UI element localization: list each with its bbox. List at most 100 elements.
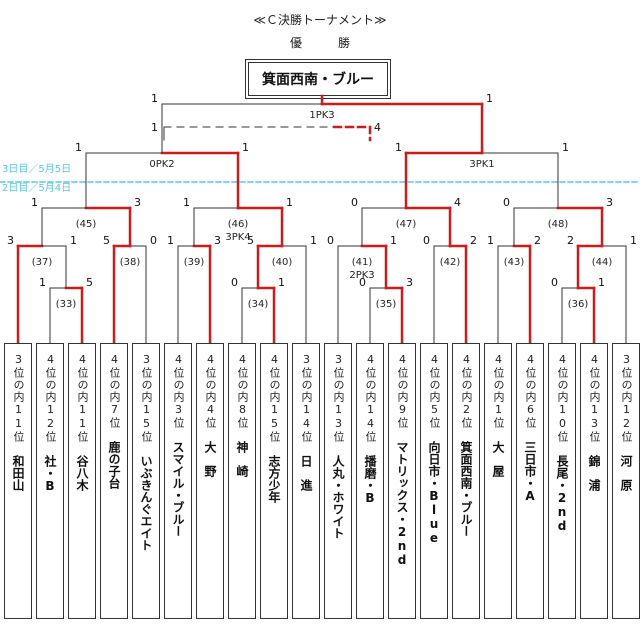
team-box: 4位の内6位三日市・A (516, 343, 544, 619)
match-label-m45: (45) (76, 219, 97, 230)
team-seed: 4位の内7位 (108, 353, 121, 429)
team-box: 4位の内7位鹿の子台 (100, 343, 128, 619)
page-title: ≪Ｃ決勝トーナメント≫ (253, 13, 387, 27)
score-sf1-a: 1 (75, 141, 82, 154)
team-seed: 3位の内13位 (332, 353, 345, 443)
team-box: 4位の内10位長尾・2nd (548, 343, 576, 619)
score-m34-a: 0 (231, 276, 238, 289)
team-seed: 4位の内2位 (460, 353, 473, 429)
score-m40-a: 5 (247, 234, 254, 247)
score-m41-b: 1 (390, 234, 397, 247)
team-seed: 4位の内10位 (556, 353, 569, 443)
team-name: いぶきんぐエイト (139, 455, 153, 551)
team-name: 鹿の子台 (107, 441, 121, 489)
score-m36-a: 0 (551, 276, 558, 289)
score-m33-b: 5 (86, 276, 93, 289)
team-name: スマイル・ブルー (171, 441, 185, 537)
team-box: 4位の内13位錦 浦 (580, 343, 608, 619)
team-name: 志方少年 (267, 455, 281, 503)
team-seed: 3位の内15位 (140, 353, 153, 443)
match-label-m41: (41) (352, 257, 373, 268)
third-place-score-b: 4 (374, 121, 381, 134)
score-m39-a: 1 (167, 234, 174, 247)
team-name: 河 原 (619, 455, 633, 491)
score-m34-b: 1 (278, 276, 285, 289)
team-box: 3位の内14位日 進 (292, 343, 320, 619)
score-m40-b: 1 (310, 234, 317, 247)
score-m36-b: 1 (598, 276, 605, 289)
team-seed: 4位の内5位 (428, 353, 441, 429)
pk-sf2: 3PK1 (469, 159, 494, 170)
pk-final: 1PK3 (309, 110, 334, 121)
champion-name: 箕面西南・ブルー (262, 72, 374, 88)
team-name: 播磨・B (363, 455, 377, 505)
score-sf2-a: 1 (395, 141, 402, 154)
team-box: 4位の内9位マトリックス・2nd (388, 343, 416, 619)
score-m43-a: 1 (487, 234, 494, 247)
team-box: 4位の内14位播磨・B (356, 343, 384, 619)
match-label-m42: (42) (440, 257, 461, 268)
score-final-a: 1 (151, 92, 158, 105)
team-seed: 4位の内13位 (588, 353, 601, 443)
match-label-m47: (47) (396, 219, 417, 230)
score-m46-b: 1 (286, 196, 293, 209)
team-seed: 4位の内6位 (524, 353, 537, 429)
match-label-m35: (35) (376, 299, 397, 310)
team-seed: 3位の内11位 (12, 353, 25, 443)
team-name: 錦 浦 (587, 455, 601, 491)
score-m47-b: 4 (454, 196, 461, 209)
team-name: 人丸・ホワイト (331, 455, 345, 539)
score-m48-a: 0 (503, 196, 510, 209)
score-sf2-b: 1 (562, 141, 569, 154)
team-name: 箕面西南・ブルー (459, 441, 473, 537)
team-box: 4位の内8位神 崎 (228, 343, 256, 619)
team-seed: 4位の内9位 (396, 353, 409, 429)
team-seed: 4位の内12位 (44, 353, 57, 443)
team-box: 4位の内1位大 屋 (484, 343, 512, 619)
team-box: 3位の内13位人丸・ホワイト (324, 343, 352, 619)
score-m42-b: 2 (470, 234, 477, 247)
team-name: 和田山 (11, 455, 25, 491)
score-m43-b: 2 (534, 234, 541, 247)
third-place-score-a: 1 (151, 121, 158, 134)
pk-m41: 2PK3 (349, 270, 374, 281)
team-box: 4位の内15位志方少年 (260, 343, 288, 619)
team-box: 4位の内3位スマイル・ブルー (164, 343, 192, 619)
match-label-m44: (44) (592, 257, 613, 268)
score-m45-b: 3 (134, 196, 141, 209)
team-box: 4位の内4位大 野 (196, 343, 224, 619)
pk-sf1: 0PK2 (149, 159, 174, 170)
pk-m46: 3PK4 (225, 232, 250, 243)
team-box: 3位の内15位いぶきんぐエイト (132, 343, 160, 619)
match-label-m36: (36) (568, 299, 589, 310)
team-box: 4位の内2位箕面西南・ブルー (452, 343, 480, 619)
team-seed: 3位の内14位 (300, 353, 313, 443)
day3-label: 3日目／5月5日 (2, 164, 72, 175)
team-name: 長尾・2nd (555, 455, 569, 533)
score-m41-a: 0 (327, 234, 334, 247)
score-sf1-b: 1 (242, 141, 249, 154)
score-m37-b: 1 (70, 234, 77, 247)
match-label-m46: (46) (228, 219, 249, 230)
team-seed: 4位の内4位 (204, 353, 217, 429)
match-label-m40: (40) (272, 257, 293, 268)
match-label-m39: (39) (184, 257, 205, 268)
match-label-m48: (48) (548, 219, 569, 230)
team-box: 4位の内5位向日市・Blue (420, 343, 448, 619)
match-label-m38: (38) (120, 257, 141, 268)
score-m37-a: 3 (7, 234, 14, 247)
score-m47-a: 0 (351, 196, 358, 209)
score-m38-b: 0 (150, 234, 157, 247)
score-m39-b: 3 (214, 234, 221, 247)
score-m33-a: 1 (39, 276, 46, 289)
day2-label: 2日目／5月4日 (2, 183, 72, 194)
team-seed: 4位の内15位 (268, 353, 281, 443)
score-m42-a: 0 (423, 234, 430, 247)
team-seed: 4位の内1位 (492, 353, 505, 429)
team-name: マトリックス・2nd (395, 441, 409, 567)
score-m38-a: 5 (103, 234, 110, 247)
team-seed: 4位の内8位 (236, 353, 249, 429)
team-name: 日 進 (299, 455, 313, 491)
